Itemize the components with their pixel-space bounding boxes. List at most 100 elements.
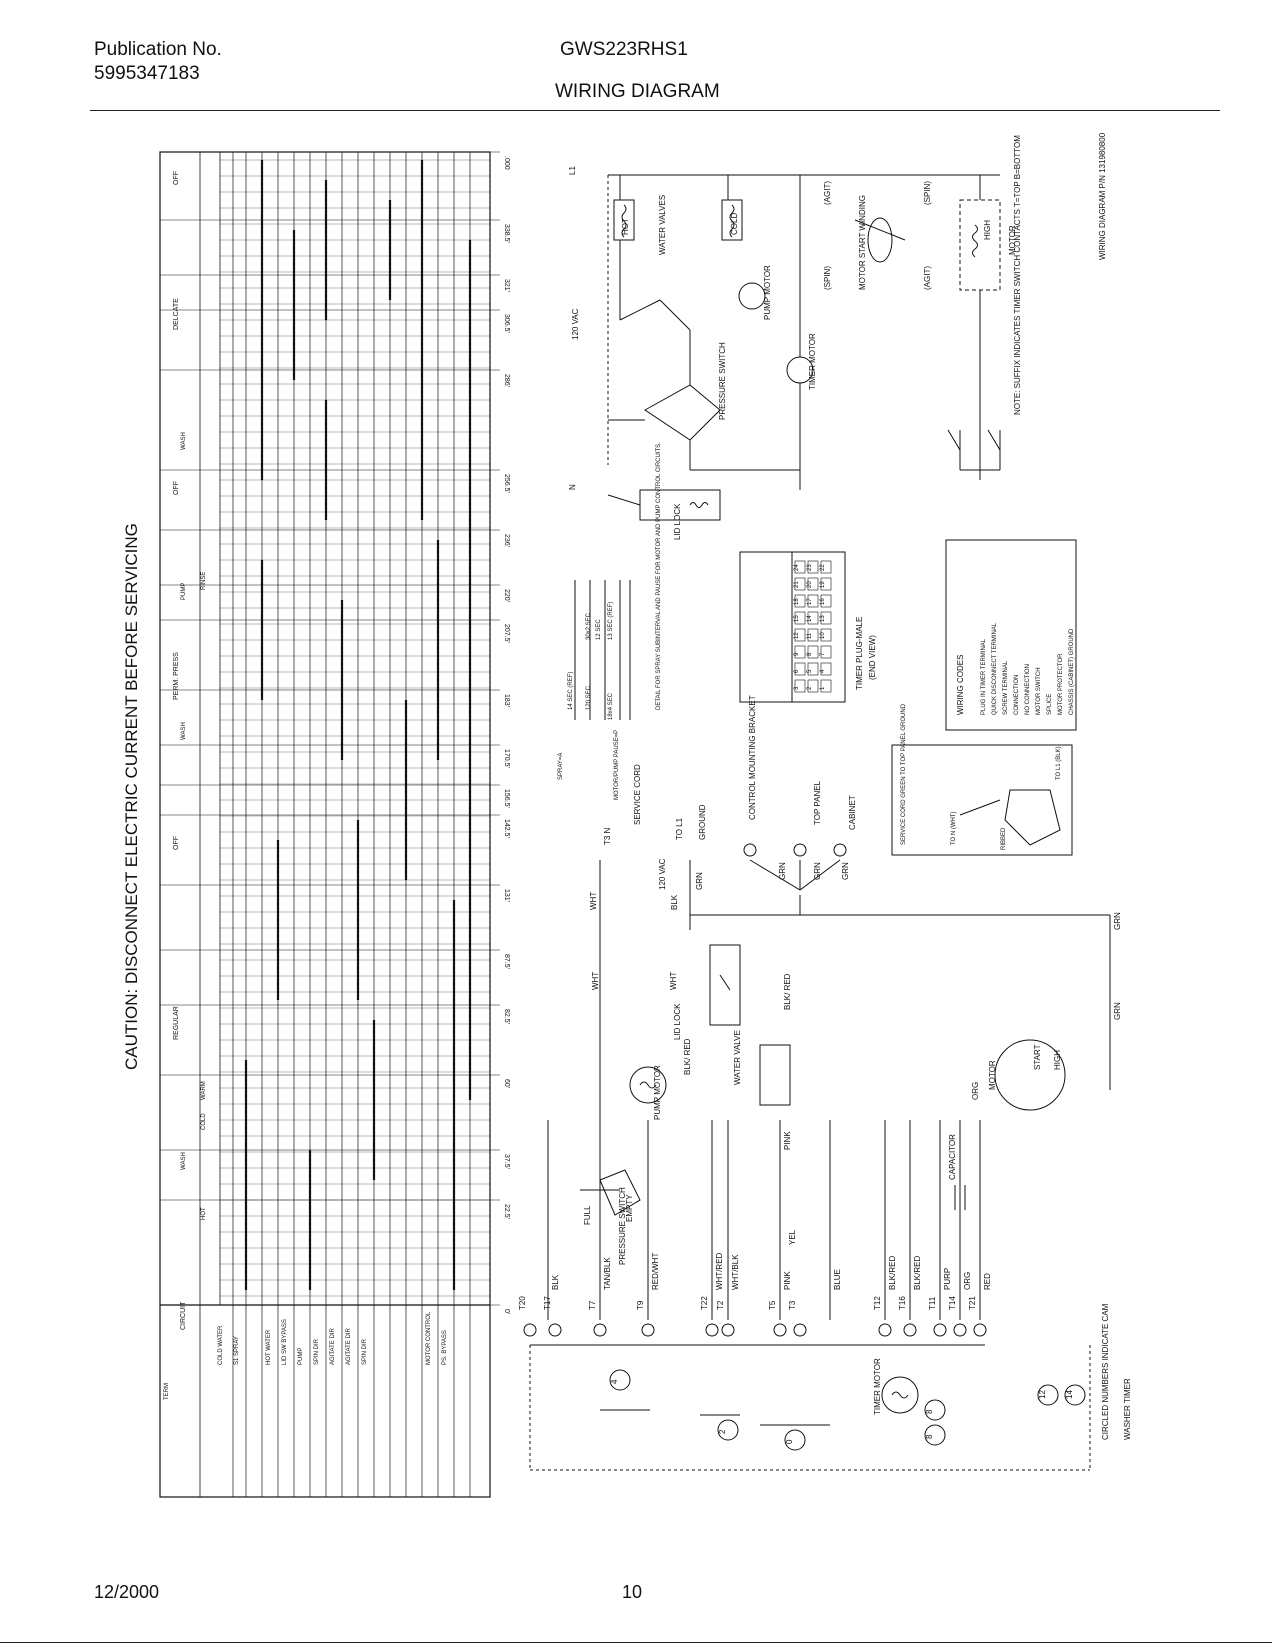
chart-degree-label: 306.5' <box>503 314 510 333</box>
terminal-label: T16 <box>898 1296 907 1310</box>
ground-label: GRN <box>841 862 850 880</box>
lower-label: CAPACITOR <box>948 1134 957 1180</box>
cam-number-circle <box>924 1399 946 1421</box>
circuit-label: SPIN DIR <box>362 1338 368 1365</box>
code-item: MOTOR SWITCH <box>1036 667 1042 715</box>
chart-sub-label: WASH <box>181 722 187 740</box>
ground-label: SERVICE CORD <box>633 764 642 825</box>
plug-pin <box>820 577 832 591</box>
timer-plug <box>739 551 846 703</box>
cam-number-circle <box>609 1369 631 1391</box>
term-header: TERM <box>164 1383 170 1400</box>
plug-pin <box>807 611 819 625</box>
plug-pin-number: 18 <box>794 598 800 605</box>
plug-pin <box>820 560 832 574</box>
chart-sub-label: WASH <box>181 1152 187 1170</box>
plug-pin-number: 5 <box>807 669 813 673</box>
plug-pin-number: 14 <box>807 615 813 622</box>
timer-terminal <box>705 1323 719 1337</box>
circuit-label: SPIN DIR <box>314 1338 320 1365</box>
ground-label: GRN <box>695 872 704 890</box>
plug-pin <box>794 628 806 642</box>
plug-pin <box>807 662 819 676</box>
detail-label: SPRAY=A <box>558 753 564 780</box>
chart-section-label: DELCATE <box>173 298 180 330</box>
cam-number: 14 <box>1065 1390 1074 1399</box>
wire-label: PURP <box>943 1268 952 1290</box>
ground-label: TOP PANEL <box>813 780 822 825</box>
detail-label: MOTOR/PUMP PAUSE=P <box>614 730 620 800</box>
schematic-label: LID LOCK <box>673 503 682 540</box>
plug-pin-number: 8 <box>807 652 813 656</box>
chart-degree-label: 87.5' <box>503 954 510 969</box>
chart-sub-label: HOT <box>201 1207 207 1220</box>
plug-pin <box>794 594 806 608</box>
plug-pin-number: 3 <box>794 686 800 690</box>
schematic-label: N <box>568 484 577 490</box>
lower-label: WASHER TIMER <box>1123 1378 1132 1440</box>
chart-degree-label: .000 <box>503 156 510 170</box>
detail-label: 30x2 SEC <box>586 612 592 640</box>
timer-terminal <box>903 1323 917 1337</box>
timer-terminal <box>953 1323 967 1337</box>
ground-label: GRN <box>1113 912 1122 930</box>
detail-label: 14 SEC (REF) <box>568 672 574 710</box>
wire-label: WHT/BLK <box>731 1254 740 1290</box>
plug-pin <box>794 560 806 574</box>
cam-number: 8 <box>925 1409 934 1414</box>
plug-pin-number: 9 <box>794 652 800 656</box>
schematic-label: L1 <box>568 166 577 175</box>
timer-terminal <box>973 1323 987 1337</box>
wiring-codes-box <box>945 539 1077 731</box>
terminal-label: T7 <box>588 1300 597 1310</box>
plug-pin <box>820 628 832 642</box>
circuit-label: PUMP <box>298 1348 304 1365</box>
lower-label: EMPTY <box>625 1194 634 1222</box>
plug-pin <box>807 645 819 659</box>
timer-terminal <box>548 1323 562 1337</box>
page-number: 10 <box>622 1582 643 1602</box>
chart-degree-label: 22.5' <box>503 1204 510 1219</box>
wire-label: BLK <box>551 1274 560 1290</box>
lower-label: TIMER MOTOR <box>873 1358 882 1415</box>
lower-label: FULL <box>583 1205 592 1225</box>
code-item: CHASSIS (CABINET) GROUND <box>1069 628 1075 715</box>
publication-label: Publication No. <box>94 39 222 60</box>
ground-label: WHT <box>591 972 600 990</box>
terminal-label: T12 <box>873 1296 882 1310</box>
chart-degree-label: 207.5' <box>503 624 510 643</box>
chart-sub-label: RINSE <box>201 572 207 590</box>
plug-pin <box>807 560 819 574</box>
wire-label: RED <box>983 1273 992 1290</box>
lower-label: PINK <box>783 1131 792 1150</box>
lower-label: WATER VALVE <box>733 1030 742 1085</box>
plug-pin-number: 23 <box>807 564 813 571</box>
wire-label: TAN/BLK <box>603 1257 612 1290</box>
timer-terminal <box>793 1323 807 1337</box>
chart-degree-label: 156.5' <box>503 789 510 808</box>
terminal-label: T22 <box>700 1296 709 1310</box>
chart-degree-label: 37.5' <box>503 1154 510 1169</box>
plug-pin <box>820 662 832 676</box>
lower-label: WHT <box>669 972 678 990</box>
plug-pin-number: 19 <box>820 581 826 588</box>
code-item: NO CONNECTION <box>1025 664 1031 715</box>
plug-pin-number: 11 <box>807 632 813 639</box>
wire-label: BLK/RED <box>913 1256 922 1290</box>
lower-label: START <box>1033 1044 1042 1070</box>
chart-degree-label: 256.5' <box>503 474 510 493</box>
page-title: WIRING DIAGRAM <box>555 81 720 102</box>
plug-pin-number: 15 <box>794 615 800 622</box>
circuit-label: AGITATE DIR <box>330 1328 336 1365</box>
chart-section-label: OFF <box>173 171 180 185</box>
detail-label: 18x4 SEC <box>608 692 614 720</box>
publication-number: 5995347183 <box>94 63 200 84</box>
chart-degree-label: 183' <box>503 694 510 707</box>
ground-label: T3 N <box>603 827 612 845</box>
ground-label: CONTROL MOUNTING BRACKET <box>748 695 757 820</box>
cam-number: 0 <box>785 1439 794 1444</box>
detail-label: 120 SEC <box>586 685 592 710</box>
cordbox-to-l1: TO L1 (BLK) <box>1056 746 1062 780</box>
chart-section-label: REGULAR <box>173 1006 180 1040</box>
